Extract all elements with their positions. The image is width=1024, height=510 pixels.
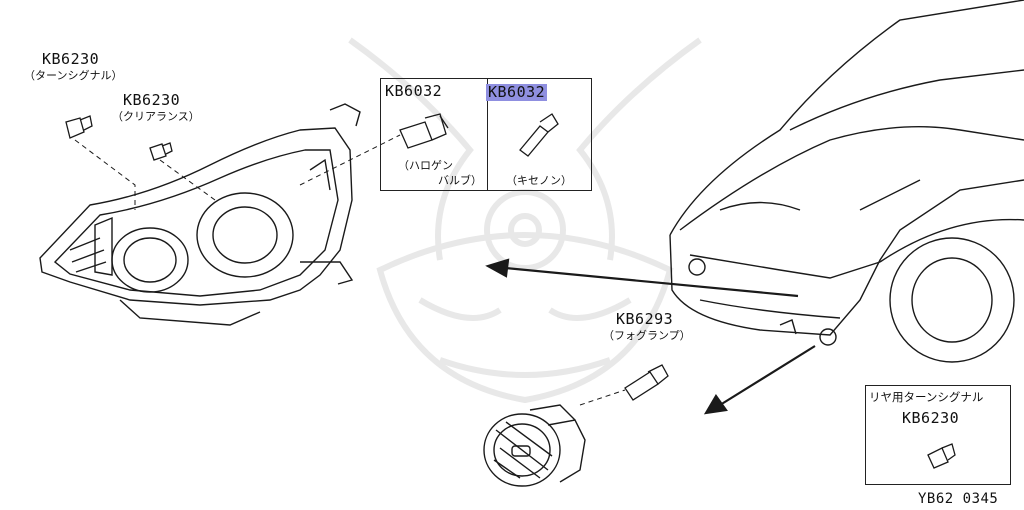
rear-turn-bulb-icon: [927, 443, 956, 469]
xenon-code-highlighted: KB6032: [486, 83, 548, 101]
clearance-code: KB6230: [123, 91, 181, 109]
xenon-bulb-icon: [519, 113, 559, 157]
turn-signal-code: KB6230: [42, 50, 100, 68]
car-illustration: [669, 0, 1024, 363]
fog-bulb-icon: [624, 364, 669, 401]
halogen-name-line1: （ハロゲン: [398, 159, 453, 172]
headlamp-assembly: [39, 103, 361, 326]
fog-lamp-assembly: [483, 404, 586, 487]
rear-turn-code: KB6230: [902, 409, 960, 427]
halogen-name-line2: バルブ）: [438, 174, 482, 187]
halogen-code: KB6032: [385, 82, 443, 100]
turn-signal-bulb-icon: [65, 115, 93, 139]
fog-name: （フォグランプ）: [603, 329, 691, 342]
bulb-inset-divider: [487, 78, 488, 191]
clearance-bulb-icon: [149, 142, 173, 161]
xenon-name: （キセノン）: [506, 174, 572, 187]
rear-turn-box: [865, 385, 1011, 485]
turn-signal-name: （ターンシグナル）: [24, 69, 123, 82]
halogen-bulb-icon: [399, 113, 449, 149]
rear-turn-name: リヤ用ターンシグナル: [869, 390, 984, 404]
pointer-arrows: [485, 258, 816, 415]
watermark-emblem: [348, 37, 702, 404]
fog-code: KB6293: [616, 310, 674, 328]
figure-id: YB62 0345: [918, 491, 999, 507]
leader-lines: [74, 134, 626, 406]
clearance-name: （クリアランス）: [112, 110, 200, 123]
bulb-inset-box: [380, 78, 592, 191]
